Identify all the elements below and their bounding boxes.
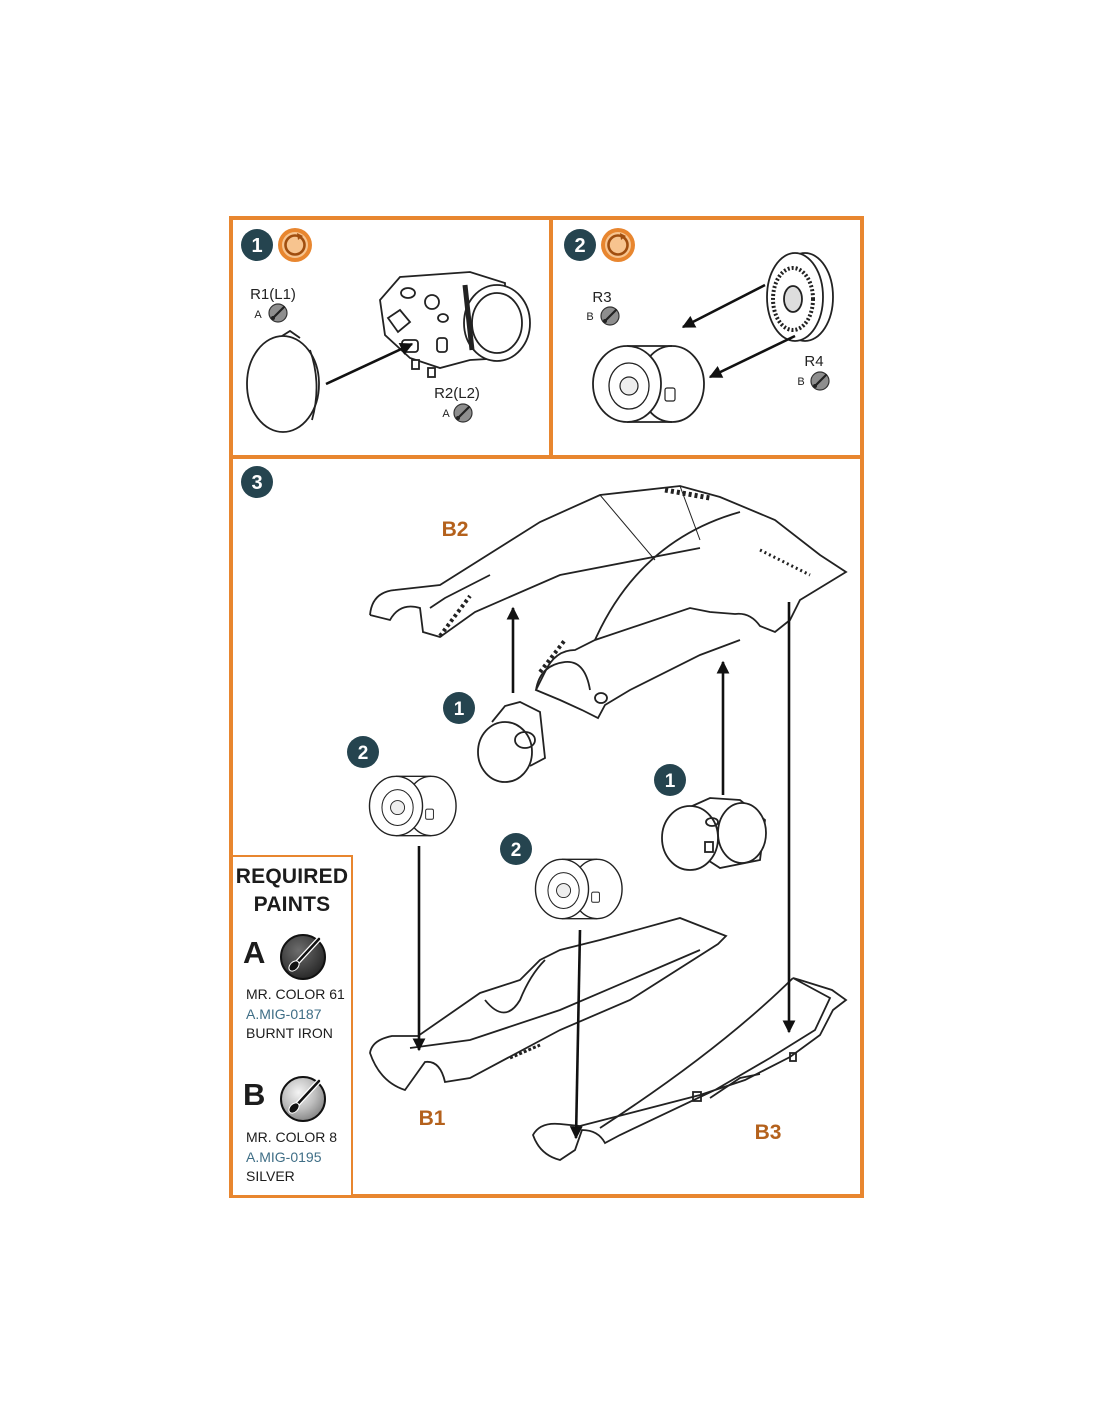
paint-b-details: MR. COLOR 8 A.MIG-0195 SILVER — [246, 1128, 337, 1187]
svg-text:2: 2 — [511, 840, 522, 861]
brush-silver-icon — [280, 1076, 326, 1122]
paint-letter: A — [243, 935, 266, 970]
subassembly-2-drum-right — [534, 858, 623, 920]
assembly-arrow — [681, 283, 766, 329]
part-r4-compressor-face — [766, 252, 834, 342]
step-2-badge: 2 — [564, 229, 596, 261]
subassembly-1-badge: 1 — [654, 764, 686, 796]
subassembly-1-duct-left — [477, 701, 546, 783]
part-label-b2: B2 — [442, 518, 469, 541]
svg-text:2: 2 — [574, 235, 585, 257]
paint-a-name: BURNT IRON — [246, 1025, 333, 1041]
assembly-arrow — [325, 342, 414, 386]
paint-a-details: MR. COLOR 61 A.MIG-0187 BURNT IRON — [246, 985, 345, 1044]
paint-code-label: B — [797, 376, 804, 388]
step-3-arrows — [412, 602, 796, 1140]
svg-text:2: 2 — [358, 743, 369, 764]
svg-text:1: 1 — [454, 699, 465, 720]
paint-brush-icon — [809, 370, 831, 392]
part-r1-cover — [246, 335, 320, 433]
part-label-r4: R4 — [804, 353, 823, 370]
paint-letter: B — [243, 1077, 266, 1112]
rotate-icon — [599, 226, 637, 264]
part-label-b3: B3 — [755, 1121, 782, 1144]
paint-a-mig-code: A.MIG-0187 — [246, 1005, 322, 1022]
paint-code-label: A — [254, 309, 262, 321]
step-1-assembly — [246, 271, 531, 433]
paint-b-name: SILVER — [246, 1168, 295, 1184]
paint-code-label: B — [586, 311, 593, 323]
rotate-icon — [276, 226, 314, 264]
part-label-r2: R2(L2) — [434, 385, 480, 402]
paint-a-mr-color: MR. COLOR 61 — [246, 986, 345, 1002]
part-b3-lower-right — [532, 977, 848, 1161]
paint-brush-icon — [267, 302, 289, 324]
paint-row-a: A — [243, 929, 343, 981]
subassembly-1-duct-right — [661, 797, 767, 871]
part-r3-engine-drum — [592, 345, 705, 423]
step-1-badge: 1 — [241, 229, 273, 261]
paint-brush-icon — [599, 305, 621, 327]
step-2-assembly — [592, 252, 834, 423]
paint-b-mig-code: A.MIG-0195 — [246, 1148, 322, 1165]
legend-title-line1: REQUIRED — [235, 865, 349, 888]
part-b1-lower-left — [369, 917, 728, 1092]
required-paints-legend: REQUIRED PAINTS A MR. COLOR 61 A.MIG-018… — [233, 857, 351, 1195]
part-label-r1: R1(L1) — [250, 286, 296, 303]
paint-row-b: B — [243, 1071, 343, 1123]
svg-text:1: 1 — [251, 235, 262, 257]
part-label-b1: B1 — [419, 1107, 446, 1130]
paint-code-label: A — [442, 408, 450, 420]
step-3-badge: 3 — [241, 466, 273, 498]
legend-title-line2: PAINTS — [253, 893, 331, 916]
subassembly-1-badge: 1 — [443, 692, 475, 724]
assembly-arrow — [708, 334, 796, 379]
brush-dark-icon — [280, 934, 326, 980]
legend-title: REQUIRED PAINTS — [233, 863, 351, 919]
part-b2-upper-fuselage — [369, 485, 848, 720]
subassembly-2-drum-left — [368, 775, 457, 837]
part-label-r3: R3 — [592, 289, 611, 306]
subassembly-2-badge: 2 — [500, 833, 532, 865]
paint-b-mr-color: MR. COLOR 8 — [246, 1129, 338, 1145]
svg-text:1: 1 — [665, 771, 676, 792]
subassembly-2-badge: 2 — [347, 736, 379, 768]
paint-brush-icon — [452, 402, 474, 424]
svg-text:3: 3 — [251, 472, 262, 494]
